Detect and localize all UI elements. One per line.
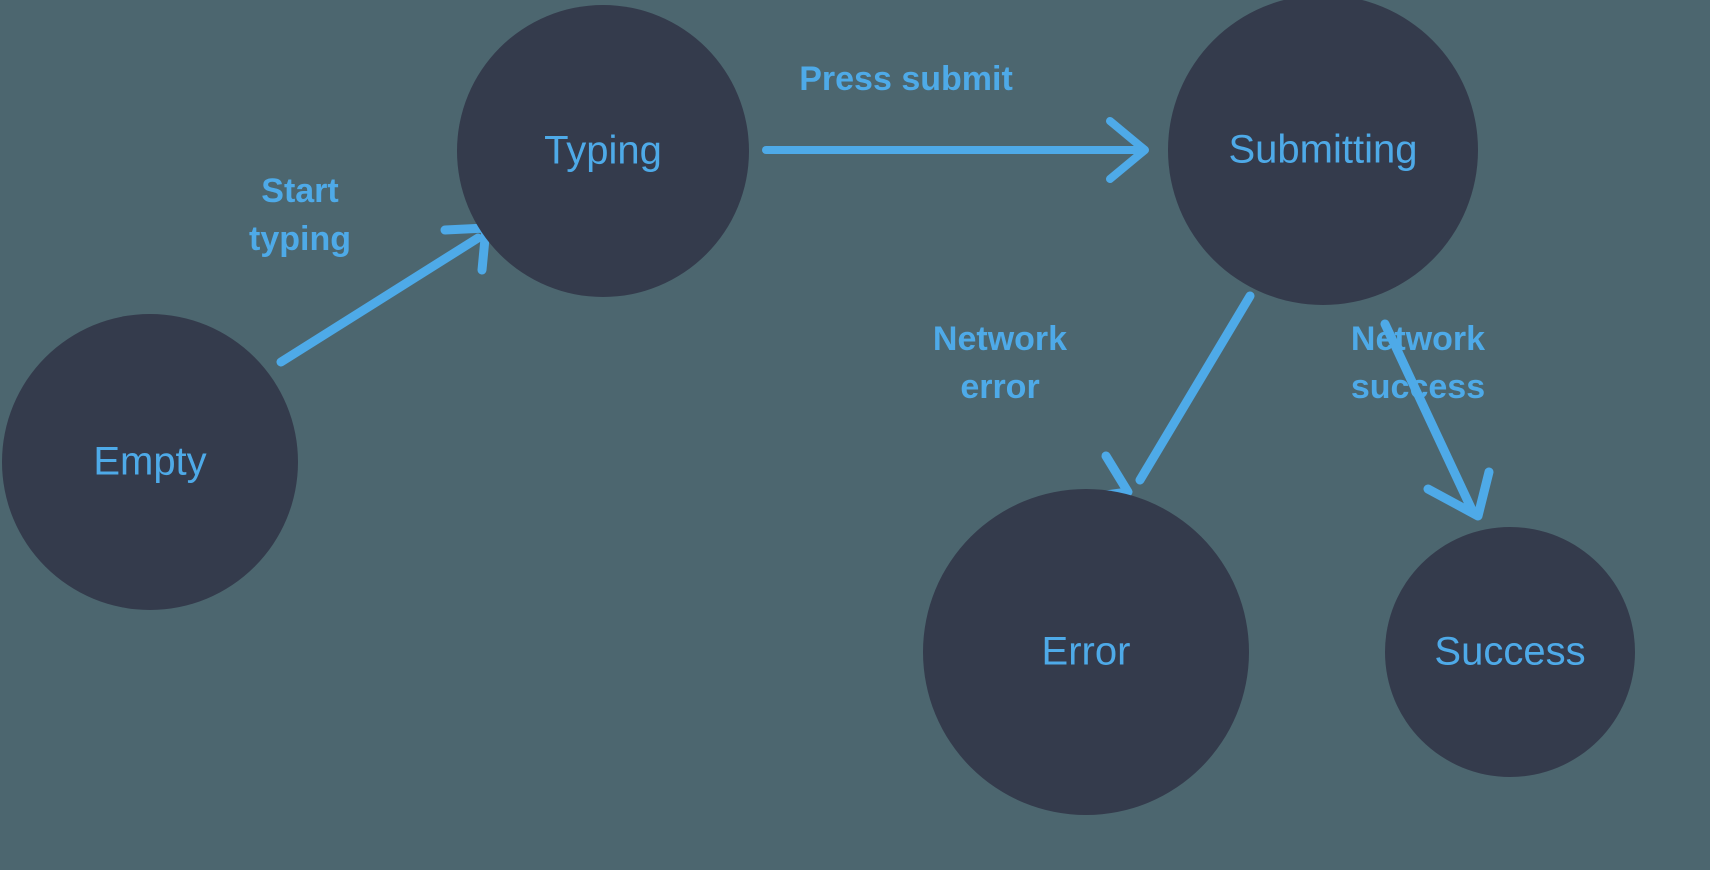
transition-label-network-error-line1: Network (933, 320, 1067, 358)
state-label-error: Error (1042, 630, 1131, 674)
state-node-typing[interactable]: Typing (457, 5, 749, 297)
transition-label-network-success: Network success (1351, 320, 1485, 406)
state-node-success[interactable]: Success (1385, 527, 1635, 777)
state-node-submitting[interactable]: Submitting (1168, 0, 1478, 305)
state-node-error[interactable]: Error (923, 489, 1249, 815)
transition-label-network-error-line2: error (960, 368, 1039, 406)
edge-press-submit[interactable] (762, 117, 1149, 183)
transition-label-press-submit-line1: Press submit (799, 60, 1013, 98)
state-circle-empty (2, 314, 298, 610)
transition-label-start-typing: Start typing (249, 172, 351, 258)
edge-press-submit-arrowhead (1106, 117, 1149, 183)
state-circle-typing (457, 5, 749, 297)
state-label-empty: Empty (93, 440, 206, 484)
state-label-typing: Typing (544, 129, 662, 173)
state-node-empty[interactable]: Empty (2, 314, 298, 610)
state-circle-submitting (1168, 0, 1478, 305)
transition-label-start-typing-line2: typing (249, 220, 351, 258)
transition-label-network-success-line2: success (1351, 368, 1485, 406)
transition-label-network-error: Network error (933, 320, 1067, 406)
edge-network-success-arrowhead (1423, 467, 1494, 521)
edge-network-success[interactable] (1380, 319, 1494, 521)
transition-label-network-success-line1: Network (1351, 320, 1485, 358)
state-label-submitting: Submitting (1229, 128, 1418, 172)
state-circle-success (1385, 527, 1635, 777)
edge-start-typing-line (276, 233, 483, 367)
transition-label-press-submit: Press submit (799, 60, 1013, 98)
edge-network-error[interactable] (1079, 291, 1255, 503)
edge-network-success-line (1380, 319, 1477, 515)
state-circle-error (923, 489, 1249, 815)
transition-label-start-typing-line1: Start (261, 172, 338, 210)
edge-network-error-line (1135, 291, 1255, 485)
state-label-success: Success (1434, 630, 1585, 674)
